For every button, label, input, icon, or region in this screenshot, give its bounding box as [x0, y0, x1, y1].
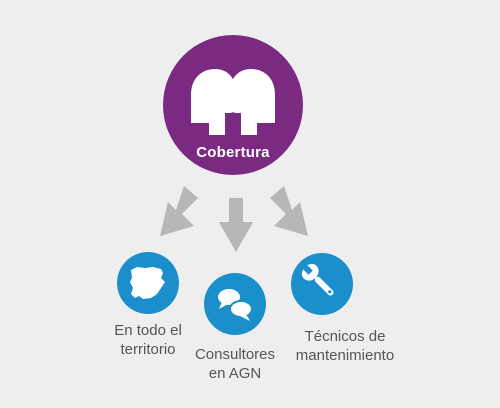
- node-consultants-label: Consultores en AGN: [160, 345, 310, 383]
- label-line: En todo el: [114, 322, 182, 339]
- label-line: Consultores: [194, 346, 276, 363]
- node-territory-label: En todo el territorio: [73, 321, 223, 359]
- label-line: en AGN: [208, 365, 262, 382]
- wrench-icon: [301, 263, 334, 296]
- label-line: Técnicos de: [304, 328, 386, 345]
- facing-heads-icon: [191, 69, 275, 135]
- label-line: mantenimiento: [295, 347, 395, 364]
- arrow-center: [219, 198, 253, 252]
- spain-map-icon: [130, 267, 165, 299]
- hub-title: Cobertura: [196, 144, 270, 161]
- arrow-right: [270, 186, 308, 236]
- arrow-left: [160, 186, 198, 236]
- label-line: territorio: [120, 341, 176, 358]
- speech-bubbles-icon: [218, 289, 253, 321]
- node-technicians-label: Técnicos de mantenimiento: [270, 327, 420, 365]
